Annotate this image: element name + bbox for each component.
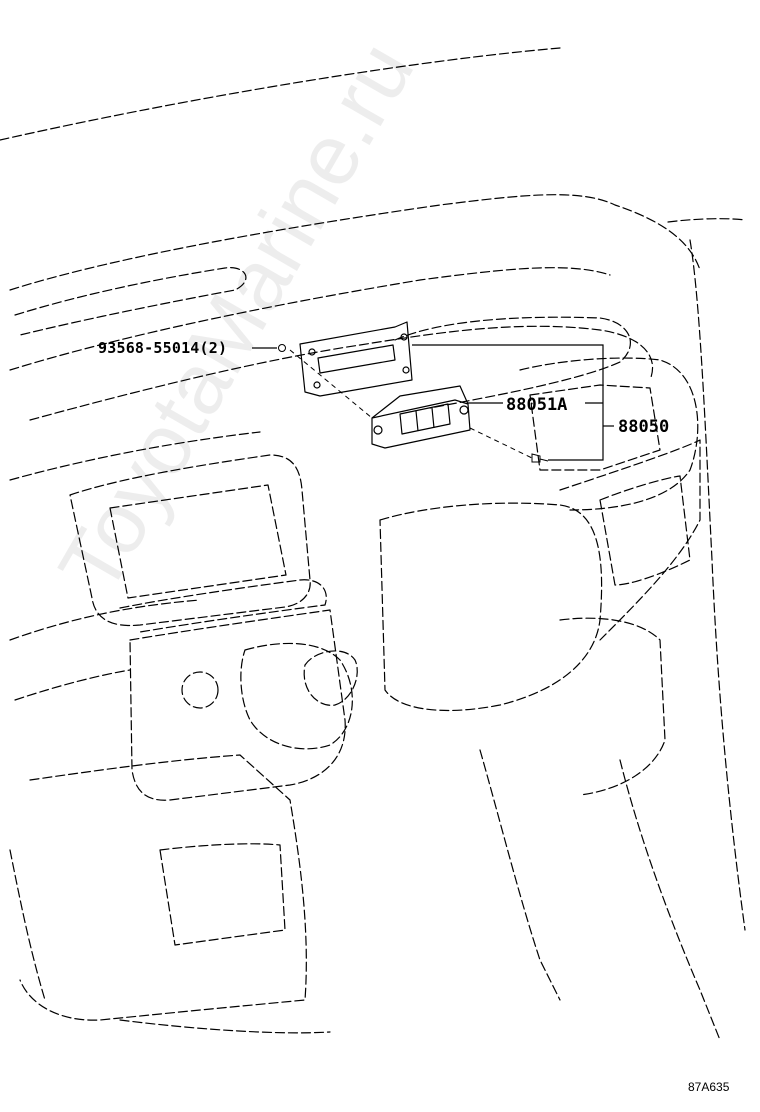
- lower-dash-2: [14, 669, 131, 701]
- defrost-vent: [14, 267, 247, 336]
- part-label-assembly[interactable]: 88050: [618, 417, 670, 437]
- bracket-hole-4: [402, 366, 410, 374]
- cluster-panel: [529, 384, 661, 471]
- right-pillar: [667, 218, 746, 223]
- switch-buttons: [399, 403, 451, 435]
- bracket-hole-1: [308, 348, 316, 356]
- lower-console: [19, 754, 307, 1021]
- right-vent: [599, 475, 691, 586]
- upper-dash-contour-2: [9, 267, 611, 371]
- install-path-1: [289, 349, 373, 419]
- bracket-slot: [317, 344, 396, 374]
- upper-dash-contour: [9, 194, 701, 291]
- switch-tab-right: [459, 405, 469, 415]
- shift-gate: [240, 642, 353, 750]
- mounting-bracket: [299, 321, 413, 397]
- passenger-dash-edge: [559, 439, 701, 641]
- meter-hood: [394, 316, 631, 409]
- center-stack: [129, 609, 346, 801]
- lower-dash: [9, 599, 201, 641]
- console-pocket: [159, 843, 286, 946]
- dash-lower-sweep: [9, 431, 261, 481]
- floor-line-2: [619, 759, 721, 1041]
- console-base: [119, 1019, 331, 1034]
- floor-line: [479, 749, 561, 1001]
- part-label-switch[interactable]: 88051A: [506, 395, 568, 415]
- bracket-hole-2: [400, 333, 408, 341]
- screw-icon: [278, 344, 286, 352]
- windshield-edge: [0, 47, 561, 141]
- right-lower: [559, 617, 666, 796]
- install-path-2: [469, 427, 533, 459]
- left-edge-lower: [9, 849, 46, 1001]
- control-knob: [181, 671, 219, 709]
- diagram-code: 87A635: [688, 1080, 730, 1094]
- switch-button-divider: [415, 407, 435, 432]
- display-frame-outer: [69, 454, 311, 627]
- switch-body: [371, 399, 471, 449]
- glovebox: [379, 502, 603, 712]
- display-screen: [109, 484, 287, 599]
- switch-tab-left: [373, 425, 383, 435]
- part-label-screw[interactable]: 93568-55014(2): [98, 339, 228, 357]
- dash-top-surface: [29, 325, 654, 421]
- display-lower-bezel: [119, 579, 327, 633]
- meter-cluster: [519, 357, 699, 511]
- bracket-hole-3: [313, 381, 321, 389]
- switch-top: [371, 385, 469, 419]
- right-pillar-2: [689, 239, 746, 931]
- screw-icon-lower: [531, 453, 541, 463]
- shift-knob: [303, 650, 358, 706]
